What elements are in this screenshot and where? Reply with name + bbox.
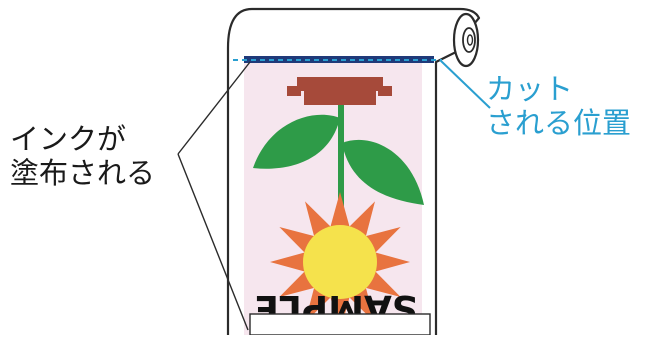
right-leaf [342, 139, 424, 205]
ink-band [244, 56, 434, 63]
flower-petal [370, 251, 410, 273]
roll-core [452, 12, 480, 68]
paper-bottom-strip [249, 313, 431, 336]
flower-center [303, 225, 377, 299]
flower-petal [329, 292, 351, 332]
flower-stem [338, 105, 344, 240]
left-leaf [253, 114, 340, 169]
cut-position-label: カット される位置 [486, 72, 632, 141]
flower-pot [287, 77, 392, 105]
ink-applied-label: インクが 塗布される [10, 122, 156, 191]
cut-leader-line [439, 59, 491, 109]
flower-petal [270, 251, 310, 273]
flower-petal [329, 192, 351, 232]
ink-leader-lines [177, 61, 251, 331]
